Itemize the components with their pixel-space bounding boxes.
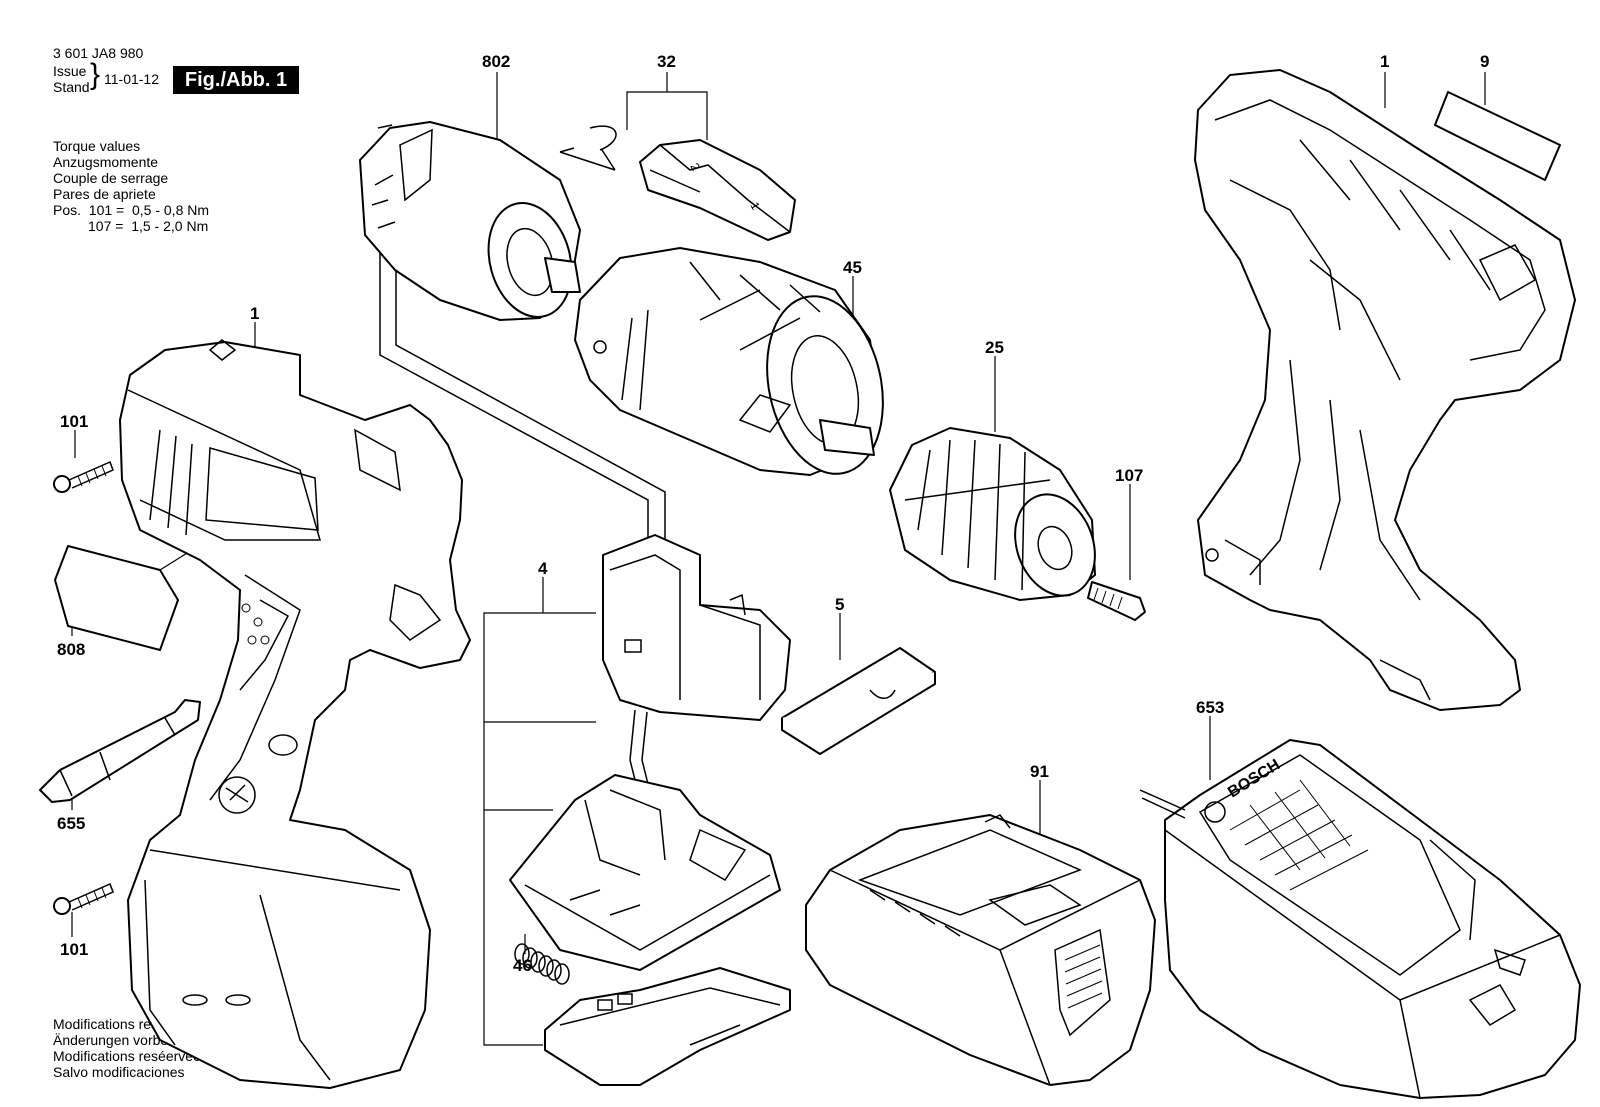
spring-clip-32 (559, 125, 617, 171)
figure-label: Fig./Abb. 1 (173, 66, 299, 94)
issue-brace: } (90, 58, 101, 91)
part-number-808: 808 (57, 640, 86, 659)
modifications-line: Salvo modificaciones (53, 1064, 185, 1080)
part-number-1-left: 1 (250, 304, 260, 323)
issue-date: 11-01-12 (104, 71, 160, 87)
document-number: 3 601 JA8 980 (53, 45, 144, 61)
switch-base-4 (509, 774, 781, 971)
part-number-653: 653 (1196, 698, 1225, 717)
charger-653: BOSCH (1139, 739, 1581, 1099)
part-number-32: 32 (657, 52, 676, 71)
bit-655 (39, 699, 201, 803)
screw-101-lower (53, 882, 114, 915)
torque-line: Anzugsmomente (53, 154, 159, 170)
gearbox-45 (574, 247, 884, 476)
part-number-9: 9 (1480, 52, 1490, 71)
spring-46 (514, 943, 570, 985)
chuck-25 (889, 427, 1096, 601)
screw-101-upper (53, 460, 114, 493)
part-number-25: 25 (985, 338, 1004, 357)
stand-label: Stand (53, 79, 90, 95)
torque-line: Torque values (53, 138, 141, 154)
screw-107 (1087, 581, 1146, 621)
part-number-107: 107 (1115, 466, 1144, 485)
housing-half-right (1194, 69, 1576, 711)
issue-label: Issue (53, 63, 87, 79)
label-9 (1434, 91, 1561, 181)
slider-5 (781, 647, 936, 755)
motor-wires (379, 245, 666, 545)
torque-line: Couple de serrage (53, 170, 169, 186)
torque-line: Pos. 101 = 0,5 - 0,8 Nm (53, 202, 210, 218)
torque-values: Torque values Anzugsmomente Couple de se… (53, 138, 209, 234)
part-number-4: 4 (538, 559, 548, 578)
part-number-802: 802 (482, 52, 511, 71)
nameplate-808 (54, 545, 179, 651)
switch-board-4 (544, 967, 791, 1086)
part-number-101-upper: 101 (60, 412, 89, 431)
torque-line: Pares de apriete (53, 186, 156, 202)
switch-slide-32: 2 1 (639, 139, 796, 241)
part-number-46: 46 (513, 956, 532, 975)
part-number-101-lower: 101 (60, 940, 89, 959)
motor-802 (359, 121, 581, 321)
torque-line: 107 = 1,5 - 2,0 Nm (53, 218, 209, 234)
part-number-45: 45 (843, 258, 862, 277)
battery-91 (805, 814, 1156, 1086)
part-number-1-right: 1 (1380, 52, 1390, 71)
part-number-5: 5 (835, 595, 845, 614)
housing-half-left (119, 339, 471, 1089)
part-number-91: 91 (1030, 762, 1049, 781)
part-number-655: 655 (57, 814, 86, 833)
modifications-line: Modifications reséervées (53, 1048, 208, 1064)
